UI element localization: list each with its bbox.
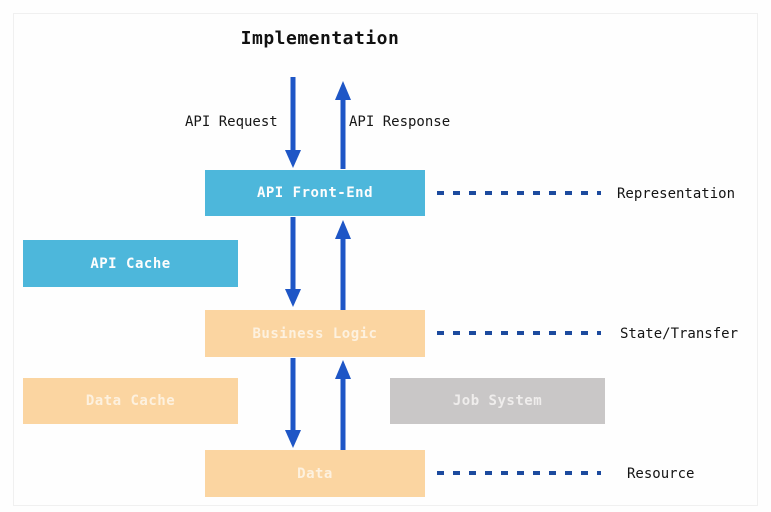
logic-to-frontend-arrow [335,220,351,310]
box-api-front-end: API Front-End [205,170,425,216]
data-to-logic-arrow [335,360,351,450]
box-job-system: Job System [390,378,605,424]
api-request-label: API Request [185,114,278,130]
layer-label-state-transfer: State/Transfer [620,326,739,342]
box-data-cache: Data Cache [23,378,238,424]
box-business-logic: Business Logic [205,310,425,357]
box-api-cache: API Cache [23,240,238,287]
box-data: Data [205,450,425,497]
logic-to-data-arrow [285,358,301,448]
layer-label-representation: Representation [617,186,736,202]
api-request-arrow [285,77,301,168]
diagram-title: Implementation [240,28,400,49]
frontend-to-logic-arrow [285,217,301,307]
layer-label-resource: Resource [627,466,695,482]
api-response-label: API Response [349,114,451,130]
